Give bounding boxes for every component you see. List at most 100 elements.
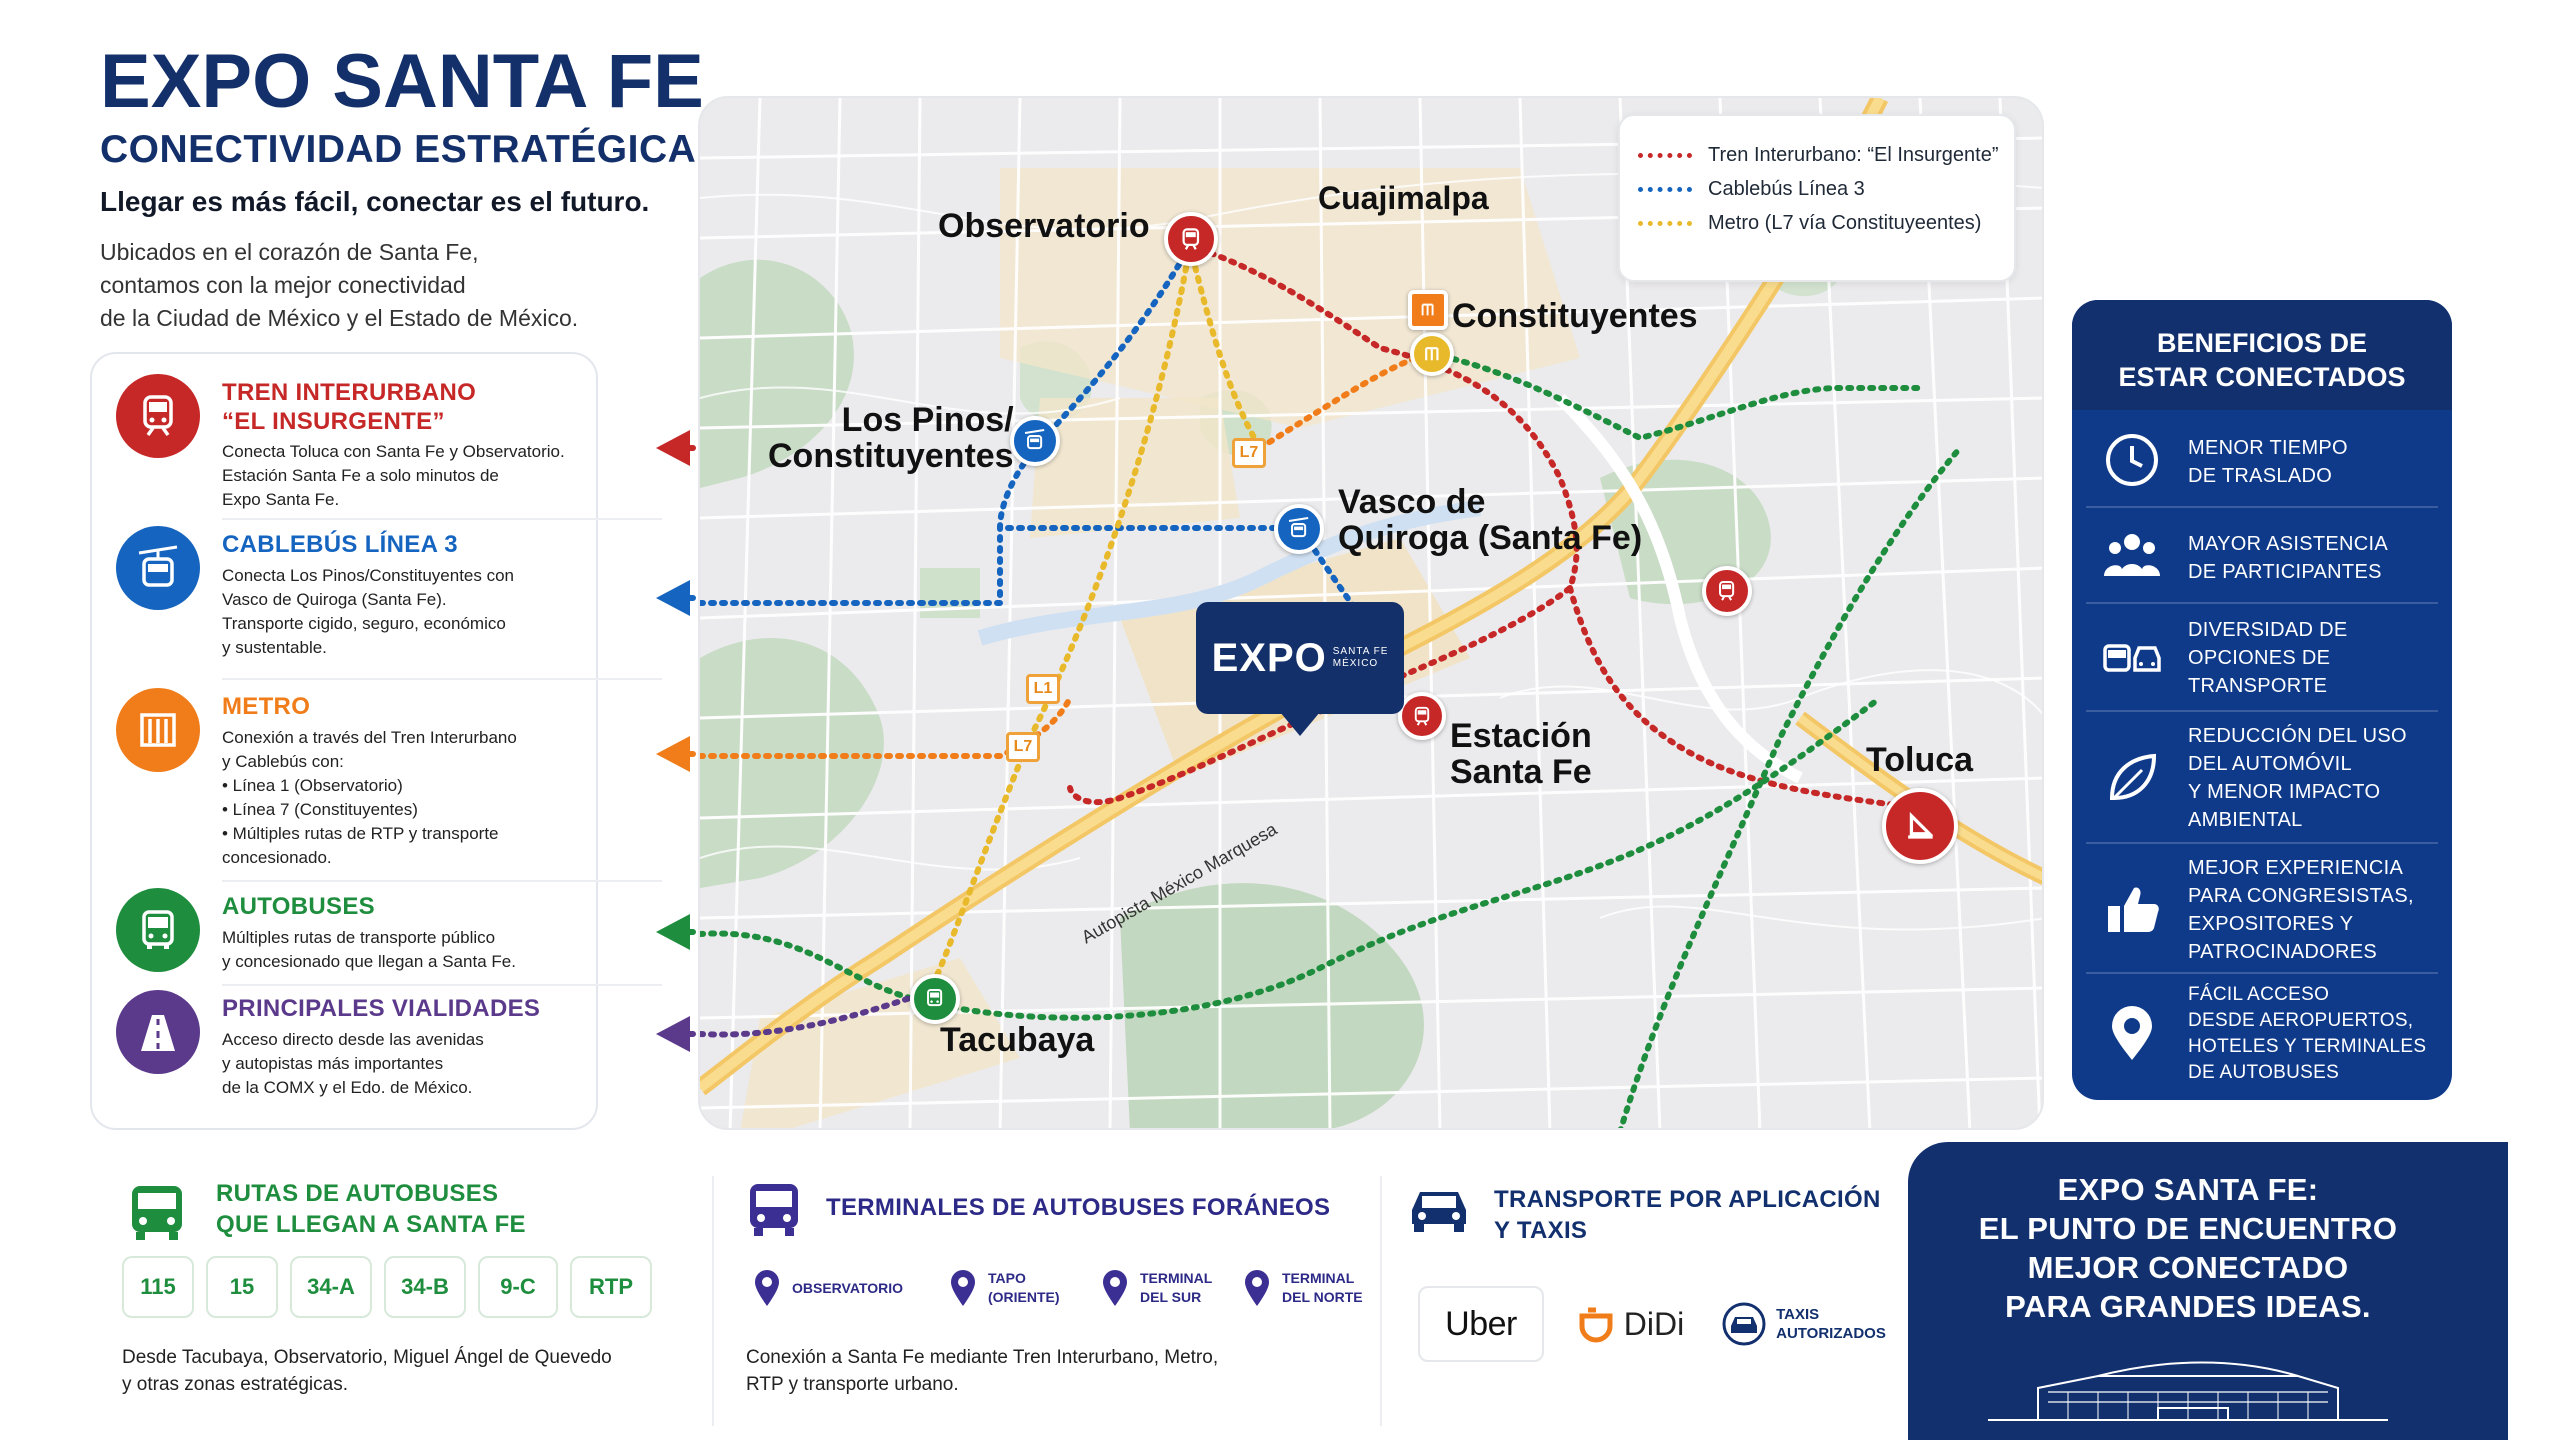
legend-label: Tren Interurbano: “El Insurgente”: [1708, 143, 1999, 166]
benefit-item: MENOR TIEMPO DE TRASLADO: [2086, 414, 2438, 508]
mode-vialidades: PRINCIPALES VIALIDADES Acceso directo de…: [116, 990, 586, 1110]
uber-label: Uber: [1445, 1304, 1517, 1343]
legend-swatch: [1638, 186, 1692, 192]
route-chip[interactable]: 34-B: [384, 1256, 466, 1318]
legend-label: Metro (L7 vía Constituyeentes): [1708, 211, 1982, 234]
arrow-tren: [656, 430, 690, 466]
mode-desc: Conecta Los Pinos/Constituyentes con Vas…: [222, 566, 515, 657]
legend-label: Cablebús Línea 3: [1708, 177, 1865, 200]
bus-icon: [927, 989, 943, 1007]
mode-tren: TREN INTERURBANO “EL INSURGENTE” Conecta…: [116, 374, 586, 509]
station-vasco-de-quiroga[interactable]: [1274, 504, 1324, 554]
train-icon: [1182, 228, 1200, 251]
page-subtitle: CONECTIVIDAD ESTRATÉGICA: [100, 128, 697, 171]
terminal-label: TAPO (ORIENTE): [988, 1270, 1060, 1305]
mode-desc: Conecta Toluca con Santa Fe y Observator…: [222, 442, 565, 509]
vehicles-icon: [2100, 626, 2164, 690]
station-estacion-santa-fe[interactable]: [1398, 692, 1446, 740]
label-constituyentes: Constituyentes: [1452, 297, 1698, 335]
metro-icon: [1422, 304, 1434, 316]
station-tacubaya[interactable]: [910, 974, 960, 1024]
route-chip[interactable]: 34-A: [290, 1256, 372, 1318]
location-pin-icon: [755, 1270, 779, 1306]
intro-text: Ubicados en el corazón de Santa Fe, cont…: [100, 239, 579, 331]
didi-button[interactable]: DiDi: [1560, 1286, 1700, 1362]
terminals-title: TERMINALES DE AUTOBUSES FORÁNEOS: [826, 1194, 1331, 1221]
arrow-cablebus: [656, 580, 690, 616]
benefit-text: MAYOR ASISTENCIA DE PARTICIPANTES: [2188, 533, 2389, 583]
benefit-text: MENOR TIEMPO DE TRASLADO: [2188, 437, 2348, 487]
taxi-label: TAXIS AUTORIZADOS: [1776, 1306, 1886, 1342]
benefit-item: MEJOR EXPERIENCIA PARA CONGRESISTAS, EXP…: [2086, 844, 2438, 974]
page-title: EXPO SANTA FE: [100, 39, 704, 124]
metro-sign-constituyentes: [1408, 290, 1448, 330]
station-toluca[interactable]: [1882, 788, 1958, 864]
terminal-item[interactable]: TAPO (ORIENTE): [948, 1268, 1060, 1308]
connectivity-map[interactable]: Tren Interurbano: “El Insurgente” Cableb…: [698, 96, 2044, 1130]
map-legend: Tren Interurbano: “El Insurgente” Cableb…: [1618, 114, 2016, 282]
closing-text: EXPO SANTA FE: EL PUNTO DE ENCUENTRO MEJ…: [1978, 1172, 2398, 1324]
route-chip[interactable]: RTP: [570, 1256, 652, 1318]
label-toluca: Toluca: [1866, 741, 1974, 779]
label-observatorio: Observatorio: [938, 207, 1150, 245]
station-los-pinos[interactable]: [1010, 416, 1060, 466]
train-icon: [1719, 581, 1735, 602]
terminal-item[interactable]: TERMINAL DEL NORTE: [1242, 1268, 1363, 1308]
cable-car-icon: [116, 526, 200, 610]
mode-desc: Conexión a través del Tren Interurbano y…: [222, 728, 517, 867]
location-pin-icon: [1245, 1270, 1269, 1306]
benefits-title: BENEFICIOS DE ESTAR CONECTADOS: [2072, 300, 2452, 410]
mode-metro: METRO Conexión a través del Tren Interur…: [116, 688, 586, 888]
route-chip[interactable]: 15: [206, 1256, 278, 1318]
mode-title: AUTOBUSES: [222, 893, 375, 920]
mode-title: CABLEBÚS LÍNEA 3: [222, 531, 458, 558]
location-pin-icon: [951, 1270, 975, 1306]
train-icon: [1907, 811, 1933, 839]
divider: [222, 880, 662, 882]
expo-santa-fe-pin[interactable]: EXPO SANTA FE MÉXICO: [1196, 602, 1404, 736]
car-icon: [1412, 1192, 1466, 1232]
mode-title: TREN INTERURBANO “EL INSURGENTE”: [222, 379, 477, 435]
benefit-item: REDUCCIÓN DEL USO DEL AUTOMÓVIL Y MENOR …: [2086, 712, 2438, 844]
arrow-vialidades: [656, 1016, 690, 1052]
station-constituyentes[interactable]: [1410, 332, 1454, 376]
route-chip[interactable]: 115: [122, 1256, 194, 1318]
divider: [222, 678, 662, 680]
legend-swatch: [1638, 220, 1692, 226]
didi-label: DiDi: [1623, 1305, 1685, 1342]
benefit-text: FÁCIL ACCESO DESDE AEROPUERTOS, HOTELES …: [2188, 984, 2427, 1083]
terminal-label: TERMINAL DEL NORTE: [1282, 1270, 1363, 1305]
transport-modes-card: TREN INTERURBANO “EL INSURGENTE” Conecta…: [90, 352, 662, 1130]
label-los-pinos: Los Pinos/ Constituyentes: [768, 401, 1014, 475]
station-tren-east[interactable]: [1702, 566, 1752, 616]
terminal-item[interactable]: TERMINAL DEL SUR: [1100, 1268, 1212, 1308]
badge-line-l7: L7: [1006, 732, 1040, 762]
didi-icon: [1579, 1307, 1613, 1343]
apps-title: TRANSPORTE POR APLICACIÓN Y TAXIS: [1494, 1186, 1881, 1244]
mode-autobuses: AUTOBUSES Múltiples rutas de transporte …: [116, 888, 586, 988]
station-observatorio[interactable]: [1164, 212, 1218, 266]
tagline: Llegar es más fácil, conectar es el futu…: [100, 186, 650, 217]
closing-banner: EXPO SANTA FE: EL PUNTO DE ENCUENTRO MEJ…: [1908, 1142, 2508, 1440]
divider: [222, 518, 662, 520]
label-tacubaya: Tacubaya: [940, 1021, 1095, 1059]
taxi-button[interactable]: TAXIS AUTORIZADOS: [1716, 1286, 1892, 1362]
mode-title: PRINCIPALES VIALIDADES: [222, 995, 541, 1022]
terminal-item[interactable]: OBSERVATORIO: [752, 1268, 903, 1308]
thumbs-up-icon: [2100, 878, 2164, 942]
mode-desc: Múltiples rutas de transporte público y …: [222, 928, 516, 971]
uber-button[interactable]: Uber: [1418, 1286, 1544, 1362]
metro-icon: [1425, 347, 1439, 361]
location-pin-icon: [1103, 1270, 1127, 1306]
badge-line-l1: L1: [1026, 674, 1060, 704]
terminal-label: OBSERVATORIO: [792, 1279, 903, 1296]
benefit-text: MEJOR EXPERIENCIA PARA CONGRESISTAS, EXP…: [2188, 857, 2414, 963]
benefit-item: DIVERSIDAD DE OPCIONES DE TRANSPORTE: [2086, 604, 2438, 712]
benefit-item: FÁCIL ACCESO DESDE AEROPUERTOS, HOTELES …: [2086, 974, 2438, 1098]
building-illustration: [1988, 1361, 2388, 1421]
terminal-label: TERMINAL DEL SUR: [1140, 1270, 1213, 1305]
route-chip[interactable]: 9-C: [478, 1256, 558, 1318]
bus-routes-note: Desde Tacubaya, Observatorio, Miguel Áng…: [122, 1347, 612, 1395]
cable-car-icon: [1025, 429, 1045, 450]
arrow-metro: [656, 736, 690, 772]
